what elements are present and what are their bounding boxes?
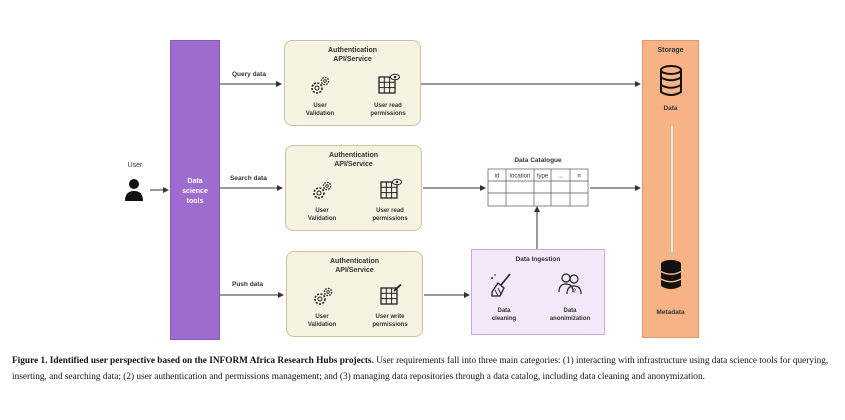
grid-eye-icon: [380, 178, 402, 199]
catalogue-table: [487, 168, 589, 207]
data-ingestion-title: Data Ingestion: [515, 256, 561, 263]
storage-title: Storage: [657, 47, 684, 54]
auth-service-push: Authentication API/Service User Validati…: [286, 251, 423, 337]
broom-icon: [491, 273, 511, 297]
auth-title: Authentication API/Service: [330, 258, 379, 274]
query-data-label: Query data: [232, 71, 266, 78]
figure-caption: Figure 1. Identified user perspective ba…: [12, 353, 834, 385]
storage: Storage Data Metadata: [642, 40, 699, 338]
data-anonimization-label: Data anonimization: [549, 308, 591, 322]
metadata-label: Metadata: [656, 309, 685, 316]
user-validation-label: User Validation: [305, 103, 335, 117]
gears-icon: [313, 181, 332, 199]
data-science-tools: Data science tools: [170, 40, 220, 340]
data-cleaning-label: Data cleaning: [491, 308, 517, 322]
grid-eye-icon: [378, 73, 400, 94]
storage-link-line: [670, 125, 674, 253]
database-icon: [660, 65, 682, 96]
catalogue-col-id: id: [495, 174, 500, 180]
user-icon: [125, 179, 143, 201]
permissions-label: User read permissions: [370, 103, 406, 117]
svg-text:?: ?: [573, 289, 577, 295]
data-science-tools-label: Data science tools: [182, 178, 208, 205]
auth-service-search: Authentication API/Service User Validati…: [285, 145, 422, 231]
data-label: Data: [663, 105, 678, 112]
catalogue-col-location: location: [510, 174, 531, 180]
catalogue-col-n: n: [577, 174, 580, 180]
caption-bold: Figure 1. Identified user perspective ba…: [12, 356, 374, 366]
gears-icon: [311, 76, 330, 94]
data-catalogue-title: Data Catalogue: [514, 157, 562, 164]
people-icon: ?: [558, 273, 582, 295]
catalogue-col-ellipsis: ...: [558, 174, 563, 180]
auth-title: Authentication API/Service: [329, 152, 378, 168]
user-validation-label: User Validation: [307, 208, 337, 222]
user-label: User: [127, 162, 143, 169]
gears-icon: [314, 287, 333, 305]
permissions-label: User read permissions: [372, 208, 408, 222]
search-data-label: Search data: [230, 175, 267, 182]
data-ingestion: Data Ingestion ? Data cleaning Data anon…: [471, 249, 605, 335]
push-data-label: Push data: [232, 281, 264, 288]
permissions-label: User write permissions: [372, 314, 408, 328]
auth-title: Authentication API/Service: [328, 47, 377, 63]
catalogue-col-type: type: [537, 174, 549, 180]
caption-text: User requirements fall into three main c…: [12, 356, 829, 382]
user-validation-label: User Validation: [307, 314, 337, 328]
grid-pen-icon: [380, 284, 402, 305]
auth-service-query: Authentication API/Service User Validati…: [284, 40, 421, 126]
catalogue-headers: id location type ... n: [495, 174, 581, 180]
database-icon: [660, 260, 682, 289]
